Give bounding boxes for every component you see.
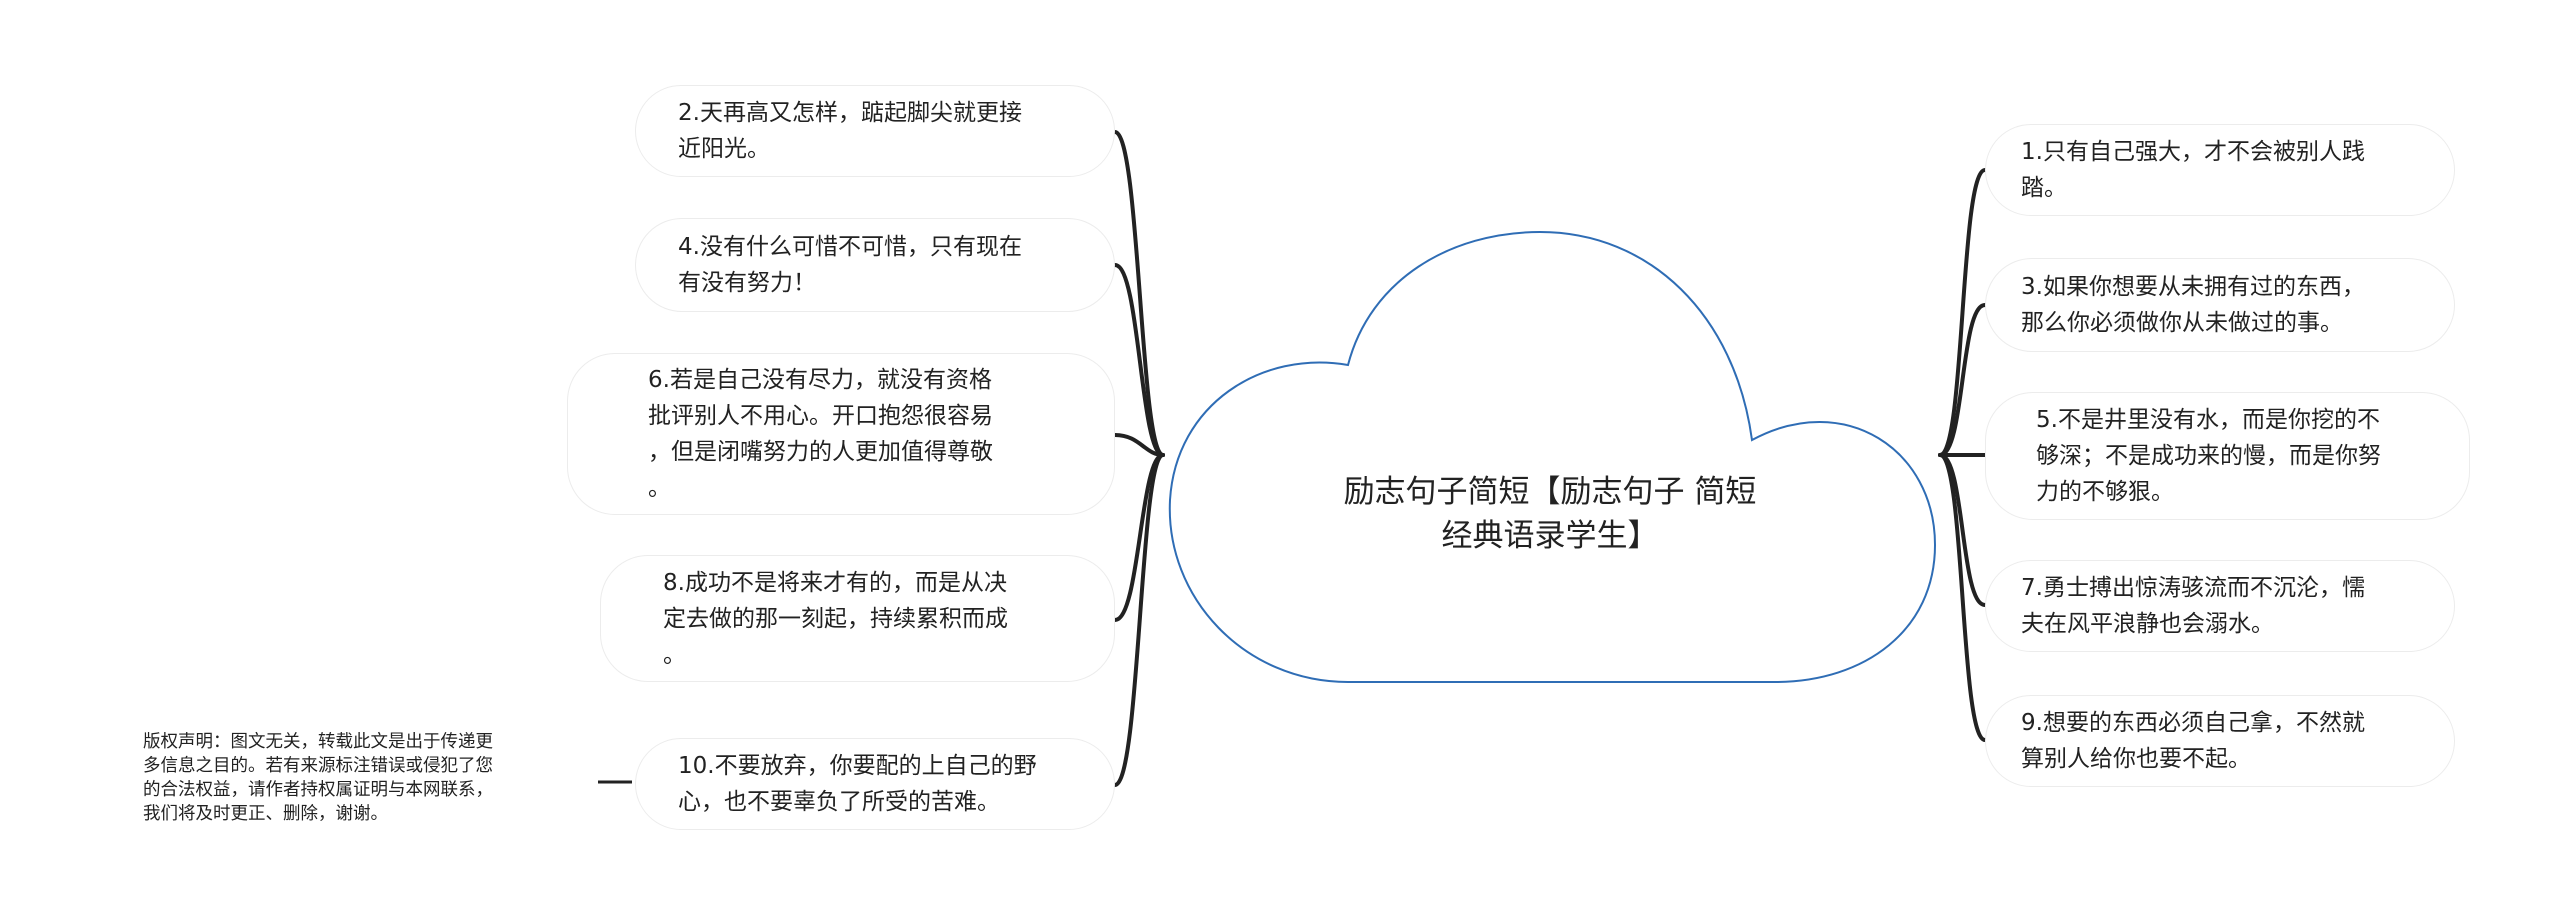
right-node-7: 7.勇士搏出惊涛骇流而不沉沦，懦 夫在风平浪静也会溺水。 bbox=[1985, 560, 2455, 652]
node-text-line: 10.不要放弃，你要配的上自己的野 bbox=[678, 753, 1037, 779]
left-node-6: 6.若是自己没有尽力，就没有资格 批评别人不用心。开口抱怨很容易 ，但是闭嘴努力… bbox=[567, 353, 1115, 515]
node-text-line: 批评别人不用心。开口抱怨很容易 bbox=[648, 403, 993, 429]
node-text-line: ，但是闭嘴努力的人更加值得尊敬 bbox=[648, 439, 993, 465]
copyright-notice: 版权声明：图文无关，转载此文是出于传递更 多信息之目的。若有来源标注错误或侵犯了… bbox=[143, 730, 543, 826]
left-node-4: 4.没有什么可惜不可惜，只有现在 有没有努力！ bbox=[635, 218, 1115, 312]
node-text-line: 力的不够狠。 bbox=[2036, 479, 2174, 505]
node-text-line: 3.如果你想要从未拥有过的东西， bbox=[2021, 274, 2365, 300]
node-text-line: 算别人给你也要不起。 bbox=[2021, 746, 2251, 772]
node-text-line: 。 bbox=[663, 641, 686, 668]
node-text-line: 4.没有什么可惜不可惜，只有现在 bbox=[678, 234, 1022, 260]
branch-right-3 bbox=[1938, 303, 1987, 457]
branch-left-4 bbox=[1113, 263, 1165, 457]
node-text-line: 夫在风平浪静也会溺水。 bbox=[2021, 611, 2274, 637]
node-text-line: 5.不是井里没有水，而是你挖的不 bbox=[2036, 407, 2380, 433]
node-text-line: 有没有努力！ bbox=[678, 270, 816, 296]
node-text-line: 1.只有自己强大，才不会被别人践 bbox=[2021, 139, 2365, 165]
branch-right-1 bbox=[1938, 168, 1987, 457]
node-text-line: 定去做的那一刻起，持续累积而成 bbox=[663, 605, 1008, 632]
central-topic: 励志句子简短【励志句子 简短经典语录学生】 bbox=[1340, 470, 1760, 558]
branch-left-8 bbox=[1113, 453, 1165, 622]
node-text-line: 那么你必须做你从未做过的事。 bbox=[2021, 310, 2343, 336]
node-text-line: 心，也不要辜负了所受的苦难。 bbox=[678, 789, 1000, 815]
branch-left-2 bbox=[1113, 130, 1165, 457]
node-text-line: 踏。 bbox=[2021, 175, 2067, 201]
right-node-9: 9.想要的东西必须自己拿，不然就 算别人给你也要不起。 bbox=[1985, 695, 2455, 787]
node-text-line: 2.天再高又怎样，踮起脚尖就更接 bbox=[678, 100, 1022, 126]
branch-left-6 bbox=[1113, 433, 1165, 457]
node-text-line: 9.想要的东西必须自己拿，不然就 bbox=[2021, 710, 2365, 736]
central-cloud-shape bbox=[1168, 230, 1937, 683]
copyright-line: 的合法权益，请作者持权属证明与本网联系， bbox=[143, 780, 493, 800]
copyright-line: 多信息之目的。若有来源标注错误或侵犯了您 bbox=[143, 756, 493, 776]
right-node-1: 1.只有自己强大，才不会被别人践 踏。 bbox=[1985, 124, 2455, 216]
left-node-10: 10.不要放弃，你要配的上自己的野 心，也不要辜负了所受的苦难。 bbox=[635, 738, 1115, 830]
node-text-line: 。 bbox=[648, 475, 671, 501]
branch-right-9 bbox=[1938, 453, 1987, 742]
central-title-line2: 简短经典语录学生】 bbox=[1441, 474, 1757, 554]
left-node-2: 2.天再高又怎样，踮起脚尖就更接 近阳光。 bbox=[635, 85, 1115, 177]
copyright-line: 版权声明：图文无关，转载此文是出于传递更 bbox=[143, 732, 493, 752]
node-text-line: 8.成功不是将来才有的，而是从决 bbox=[663, 569, 1007, 596]
copyright-line: 我们将及时更正、删除，谢谢。 bbox=[143, 804, 388, 824]
node-text-line: 7.勇士搏出惊涛骇流而不沉沦，懦 bbox=[2021, 575, 2365, 601]
node-text-line: 近阳光。 bbox=[678, 136, 770, 162]
branch-left-10 bbox=[1113, 453, 1165, 787]
node-text-line: 6.若是自己没有尽力，就没有资格 bbox=[648, 367, 992, 393]
central-title-line1: 励志句子简短【励志句子 bbox=[1343, 474, 1685, 510]
left-node-8: 8.成功不是将来才有的，而是从决 定去做的那一刻起，持续累积而成 。 bbox=[600, 555, 1115, 682]
right-node-3: 3.如果你想要从未拥有过的东西， 那么你必须做你从未做过的事。 bbox=[1985, 258, 2455, 352]
node-text-line: 够深；不是成功来的慢，而是你努 bbox=[2036, 443, 2381, 469]
right-node-5: 5.不是井里没有水，而是你挖的不 够深；不是成功来的慢，而是你努 力的不够狠。 bbox=[1985, 392, 2470, 520]
